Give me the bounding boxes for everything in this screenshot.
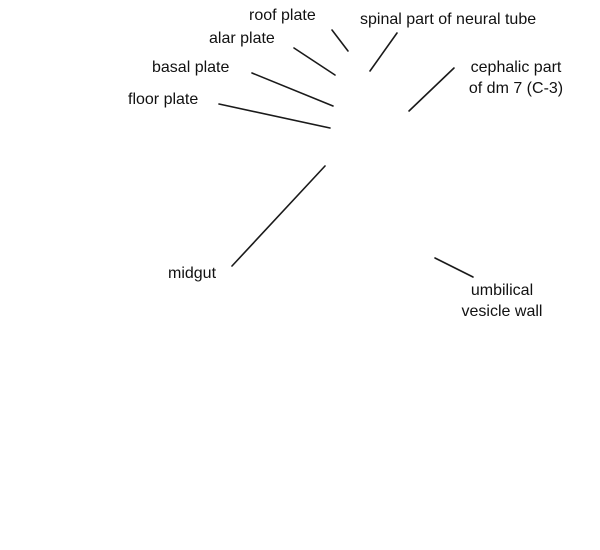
leader-floor-plate [218, 103, 331, 129]
label-umbilical-line1: umbilical [470, 282, 534, 299]
label-umbilical-vesicle-wall: umbilical vesicle wall [444, 280, 560, 322]
leader-alar-plate [293, 47, 336, 76]
label-umbilical-line2: vesicle wall [461, 303, 543, 320]
leader-umbilical-vesicle-wall [434, 257, 474, 278]
label-midgut: midgut [168, 265, 217, 282]
label-cephalic-part-line1: cephalic part [470, 59, 562, 76]
leader-roof-plate [331, 29, 349, 52]
label-floor-plate: floor plate [128, 91, 199, 108]
leader-spinal-part [369, 32, 398, 72]
leader-cephalic-part [408, 67, 455, 112]
label-cephalic-part: cephalic part of dm 7 (C-3) [452, 57, 580, 99]
label-spinal-part-of-neural-tube: spinal part of neural tube [360, 11, 537, 28]
label-cephalic-part-line2: of dm 7 (C-3) [468, 80, 564, 97]
label-roof-plate: roof plate [249, 7, 316, 24]
label-basal-plate: basal plate [152, 59, 230, 76]
leader-basal-plate [251, 72, 334, 107]
label-alar-plate: alar plate [209, 30, 275, 47]
leader-midgut [231, 165, 326, 267]
